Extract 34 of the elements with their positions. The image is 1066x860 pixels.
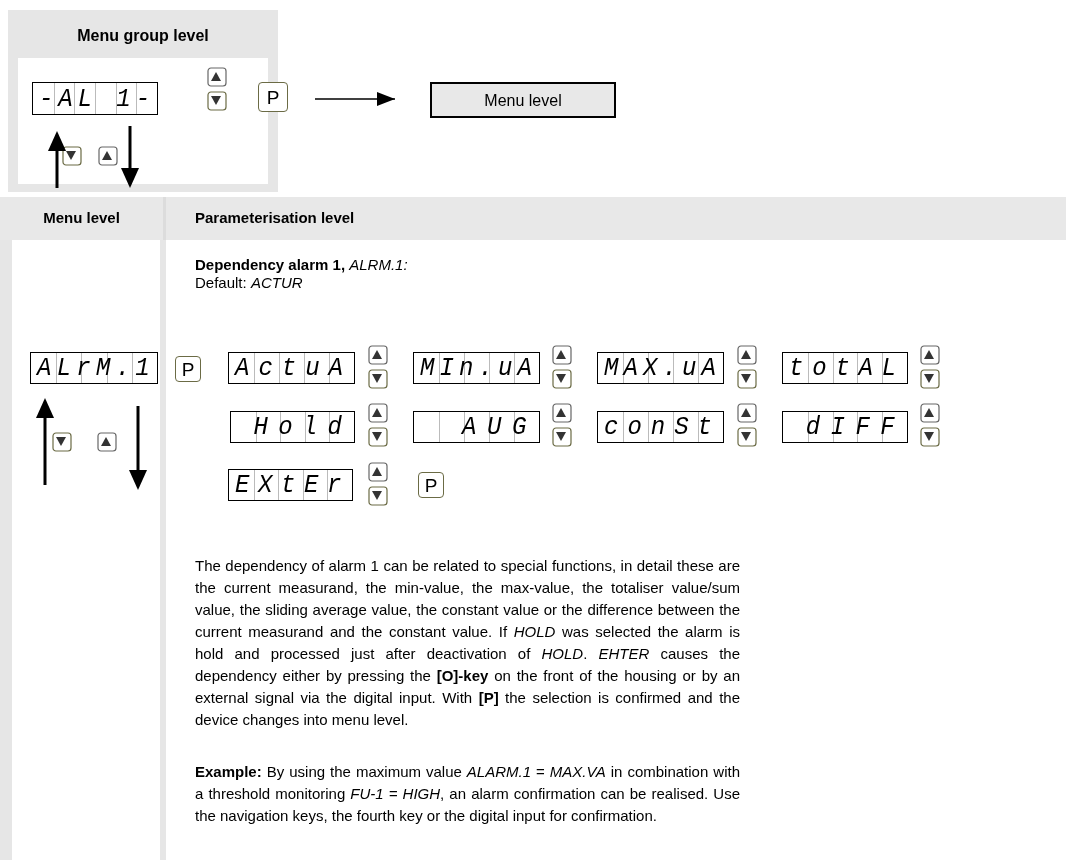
seven-segment-display [782,411,908,443]
table-header-cell: Parameterisation level [166,197,1066,240]
seven-segment-display [597,411,724,443]
seven-segment-display [228,352,355,384]
seven-segment-display [228,469,353,501]
default-note: Default: ACTUR [195,274,304,292]
p-key: P [418,472,444,498]
seven-segment-display [597,352,724,384]
display-readout: MIn.uA [420,354,537,382]
display-readout: ALrM.1 [37,354,155,382]
display-readout: totAL [789,354,905,382]
section-heading: Dependency alarm 1, ALRM.1: [195,256,409,274]
display-readout: Hold [253,413,352,441]
table-header-cell: Menu level [0,197,163,240]
seven-segment-display [782,352,908,384]
display-readout: dIFF [805,413,905,441]
panel-heading: Menu group level [76,26,210,46]
seven-segment-display [413,411,540,443]
seven-segment-display [30,352,158,384]
seven-segment-display [32,82,158,115]
p-key: P [258,82,288,112]
seven-segment-display [413,352,540,384]
display-readout: AUG [462,413,537,441]
seven-segment-display [230,411,355,443]
description-paragraph: Example: By using the maximum value ALARM.1 = MAX.VA in combination with a threshold monitoring FU-1 = HIGH, an alarm confirmation can be realised. Use the navigation keys, the fourth key or the digital input for confirmation. [195,762,740,826]
display-readout: conSt [604,413,721,441]
display-readout: -AL 1- [39,85,155,112]
display-readout: ActuA [235,354,352,382]
display-readout: MAX.uA [604,354,721,382]
display-readout: EXtEr [235,471,350,499]
menu-level-box: Menu level [430,82,616,118]
p-key: P [175,356,201,382]
arrow [314,92,396,106]
description-paragraph: The dependency of alarm 1 can be related to special functions, in detail these are the current measurand, the min-value, the max-value, the totaliser value/sum value, the sliding average value, the constant value or the difference between the current measurand and the constant value. If HOLD was selected the alarm is hold and processed just after deactivation of HOLD. EHTER causes the dependency either by pressing the [O]-key on the front of the housing or by an external signal via the digital input. With [P] the selection is confirmed and the device changes into menu level. [195,556,740,730]
